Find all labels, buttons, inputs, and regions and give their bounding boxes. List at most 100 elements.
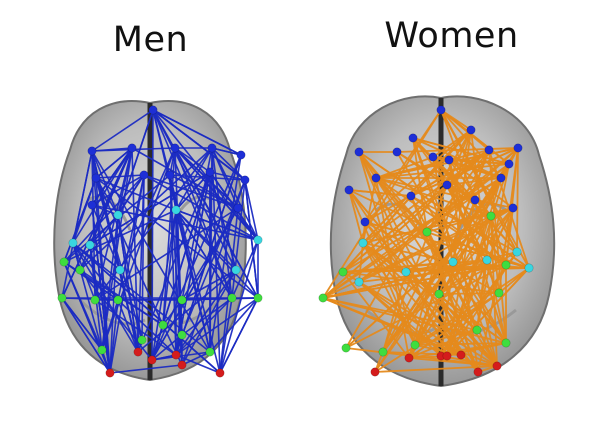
brain-node-cyan — [354, 277, 364, 287]
brain-node-red — [456, 350, 466, 360]
connection-edge — [426, 147, 519, 233]
brain-node-blue — [371, 173, 381, 183]
connection-edge — [375, 149, 490, 179]
brain-node-green — [113, 295, 123, 305]
brain-node-blue — [466, 125, 476, 135]
connection-edge — [322, 297, 507, 344]
connection-edge — [152, 109, 242, 156]
brain-node-cyan — [113, 210, 123, 220]
connection-edge — [477, 207, 514, 373]
connection-edge — [152, 109, 246, 181]
brain-node-blue — [428, 152, 438, 162]
connection-edge — [382, 271, 407, 353]
connection-edge — [119, 147, 176, 271]
nodes-women — [318, 105, 534, 377]
connection-edge — [101, 214, 119, 351]
connection-edge — [209, 154, 242, 353]
brain-node-blue — [484, 145, 494, 155]
connection-edge — [181, 351, 211, 366]
connection-edge — [175, 297, 259, 356]
brain-node-blue — [170, 143, 180, 153]
connection-edge — [94, 147, 133, 301]
connection-edge — [414, 163, 510, 346]
connection-edge — [231, 179, 246, 299]
brain-node-blue — [436, 105, 446, 115]
brain-node-green — [410, 340, 420, 350]
connection-edge — [209, 171, 237, 271]
brain-node-red — [370, 367, 380, 377]
connection-edge — [175, 354, 221, 374]
connection-edge — [91, 147, 133, 206]
brain-node-green — [338, 267, 348, 277]
edges-women — [322, 109, 530, 373]
connection-edge — [152, 109, 233, 299]
brain-node-blue — [87, 200, 97, 210]
brain-node-cyan — [253, 235, 263, 245]
brain-node-blue — [87, 146, 97, 156]
connection-edge — [342, 149, 490, 273]
brain-node-cyan — [524, 263, 534, 273]
connection-edge — [63, 174, 145, 263]
brain-node-green — [205, 347, 215, 357]
connection-edge — [175, 269, 237, 356]
brain-node-green — [494, 288, 504, 298]
connection-edge — [358, 147, 519, 283]
connection-edge — [175, 147, 213, 211]
connection-edge — [498, 147, 519, 294]
brain-node-red — [473, 367, 483, 377]
connection-edge — [516, 147, 519, 253]
connection-edge — [175, 171, 211, 211]
connection-edge — [89, 244, 111, 374]
connection-edge — [342, 271, 410, 359]
connection-edge — [63, 177, 97, 263]
connection-edge — [440, 109, 476, 201]
brain-node-cyan — [68, 238, 78, 248]
brain-node-blue — [127, 143, 137, 153]
brain-node-green — [378, 347, 388, 357]
connection-edge — [382, 149, 490, 353]
connection-edge — [61, 297, 111, 374]
connection-edge — [141, 174, 145, 341]
connection-edge — [131, 147, 239, 209]
connection-edge — [231, 239, 259, 299]
brain-node-blue — [496, 173, 506, 183]
connection-edge — [374, 261, 454, 373]
connection-edge — [89, 244, 121, 271]
brain-node-green — [75, 265, 85, 275]
connection-edge — [95, 177, 111, 374]
panel-title-women: Women — [384, 16, 519, 56]
connection-edge — [426, 231, 479, 373]
brain-node-green — [434, 289, 444, 299]
brain-node-blue — [508, 203, 518, 213]
connection-edge — [211, 147, 233, 299]
brain-node-green — [137, 335, 147, 345]
connection-edge — [219, 297, 259, 374]
brain-node-blue — [470, 195, 480, 205]
brain-node-red — [133, 347, 143, 357]
brain-node-green — [318, 293, 328, 303]
brain-node-green — [177, 295, 187, 305]
connection-edge — [175, 171, 211, 356]
connection-edge — [244, 179, 259, 299]
connection-edge — [412, 137, 454, 263]
connection-edge — [412, 137, 428, 233]
connection-edge — [91, 147, 133, 152]
connection-edge — [61, 297, 119, 301]
connection-edge — [72, 242, 221, 374]
connection-edge — [211, 147, 242, 156]
brain-node-red — [105, 368, 115, 378]
connection-edge — [345, 129, 472, 349]
brain-node-blue — [91, 173, 101, 183]
connection-edge — [414, 267, 530, 346]
brain-node-green — [501, 338, 511, 348]
connection-edge — [91, 174, 145, 206]
connection-edge — [382, 177, 502, 353]
connection-edge — [152, 109, 221, 374]
brain-node-blue — [139, 170, 149, 180]
brain-node-cyan — [482, 255, 492, 265]
brain-node-green — [158, 320, 168, 330]
brain-node-cyan — [448, 257, 458, 267]
connection-edge — [109, 174, 145, 374]
brain-node-blue — [444, 155, 454, 165]
brain-node-green — [90, 295, 100, 305]
